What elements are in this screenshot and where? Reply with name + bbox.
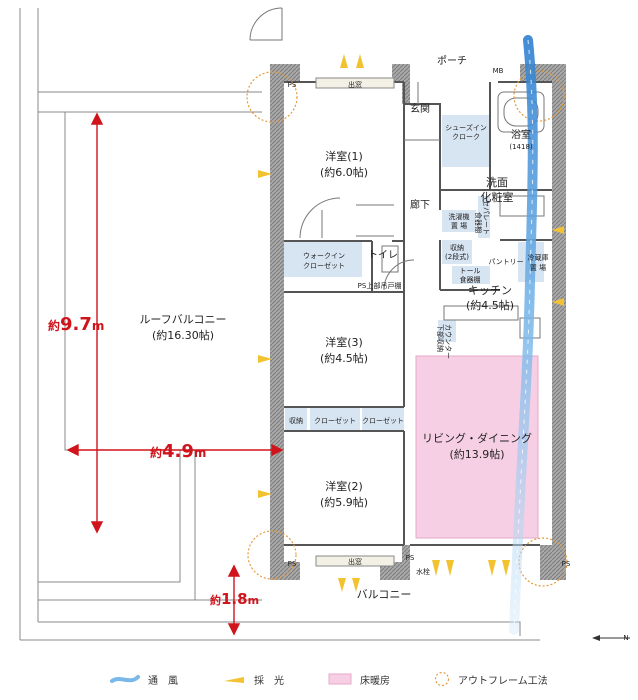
counter-storage-label-2: 下部収納 [436,324,445,352]
separate-storage-label-2: 食器棚 [474,212,483,233]
north-label: N [623,634,628,642]
ventilation-icon [110,675,140,683]
laundry-label: 洗濯機 [449,212,470,221]
roof-balcony-size: (約16.30帖) [152,328,214,342]
storage-label: 収納 [289,416,303,425]
ps-top-label: PS [288,81,297,89]
legend-ventilation: 通 風 [110,672,178,687]
bedroom3-size: (約4.5帖) [320,351,368,365]
kitchen-size: (約4.5帖) [466,298,514,312]
pantry-label: パントリー [488,258,523,266]
separate-storage-label: セパレート [482,200,490,235]
bath-size: (1418) [509,143,533,151]
bay-window-bottom-label: 出窓 [348,557,362,566]
washroom-label: 洗面 [486,176,508,189]
walkin-label-2: クローゼット [303,261,345,270]
ps-mid-label: PS [358,282,367,290]
legend-outframe-label: アウトフレーム工法 [458,675,548,687]
floor-heating-swatch [328,673,352,685]
bedroom2-label: 洋室(2) [325,479,363,493]
laundry-label-2: 置 場 [451,221,467,230]
ventilation-flow [509,35,538,635]
daylight-icon [224,677,244,683]
outframe-markers [246,70,568,587]
kitchen-label: キッチン [468,284,512,297]
legend-floor-heating-label: 床暖房 [360,675,390,687]
shoes-closet-label: シューズイン [445,123,487,132]
balcony-unit: m [248,594,259,607]
balcony-value: 1.8 [221,590,248,608]
bay-windows [315,77,395,567]
balcony-label: バルコニー [357,588,412,601]
storage-2stage-label-2: (2段式) [445,252,469,261]
tall-cupboard-label: トール [460,267,481,275]
tall-cupboard-label-2: 食器棚 [460,275,481,284]
counter-storage-label: カウンター [444,324,453,359]
depth-value: 9.7 [60,314,92,335]
north-arrow [592,635,630,641]
porch-label: ポーチ [437,55,467,67]
depth-prefix: 約 [48,318,60,333]
legend: 通 風 採 光 床暖房 アウトフレーム工法 [110,668,630,690]
balcony-prefix: 約 [210,593,221,607]
entrance-label: 玄関 [410,102,430,115]
bedroom3-label: 洋室(3) [325,335,363,349]
dimension-lines [66,112,284,636]
storage-2stage-label: 収納 [450,243,464,252]
fridge-label-2: 置 場 [530,263,546,272]
ps-bottom-label: PS [288,560,297,568]
closet-a-label: クローゼット [314,416,356,425]
width-value: 4.9 [162,441,194,462]
legend-floor-heating: 床暖房 [328,672,390,687]
corridor-label: 廊下 [410,198,430,211]
bath-label: 浴室 [511,128,531,141]
walkin-label: ウォークイン [303,252,345,260]
bedroom1-size: (約6.0帖) [320,165,368,179]
roof-balcony-label: ルーフバルコニー [139,313,226,326]
toilet-label: トイレ [368,250,398,261]
outframe-icon [434,671,450,687]
room-labels: ポーチ MB 玄関 シューズイン クローク 浴室 (1418) 洗面 化粧室 廊… [139,55,628,642]
fixtures [249,7,545,339]
mb-label: MB [493,67,504,75]
bedroom1-label: 洋室(1) [325,149,363,163]
living-size: (約13.9帖) [449,447,504,461]
svg-text:約4.9m: 約4.9m [150,441,206,462]
legend-ventilation-label: 通 風 [148,675,178,687]
fridge-label: 冷蔵庫 [528,253,549,262]
washroom-label-2: 化粧室 [481,190,514,204]
closet-b-label: クローゼット [362,416,404,425]
dimension-labels: 約9.7m 約4.9m 約1.8m [48,314,259,608]
svg-text:約9.7m: 約9.7m [48,314,104,335]
water-tap-label: 水栓 [416,567,430,576]
storage-fills [284,115,544,431]
depth-unit: m [92,319,105,333]
legend-daylight-label: 採 光 [254,675,284,687]
ps-balcony-label: PS [406,554,415,562]
bedroom2-size: (約5.9帖) [320,495,368,509]
width-prefix: 約 [150,445,162,460]
legend-outframe: アウトフレーム工法 [434,671,548,687]
shoes-closet-label-2: クローク [452,133,480,141]
living-label: リビング・ダイニング [422,431,532,445]
svg-text:約1.8m: 約1.8m [210,590,259,608]
ps-right-label: PS [562,560,571,568]
width-unit: m [194,446,207,460]
legend-daylight: 採 光 [222,672,284,687]
upper-shelf-label: 上部吊戸棚 [367,281,402,290]
bay-window-top-label: 出窓 [348,80,362,89]
